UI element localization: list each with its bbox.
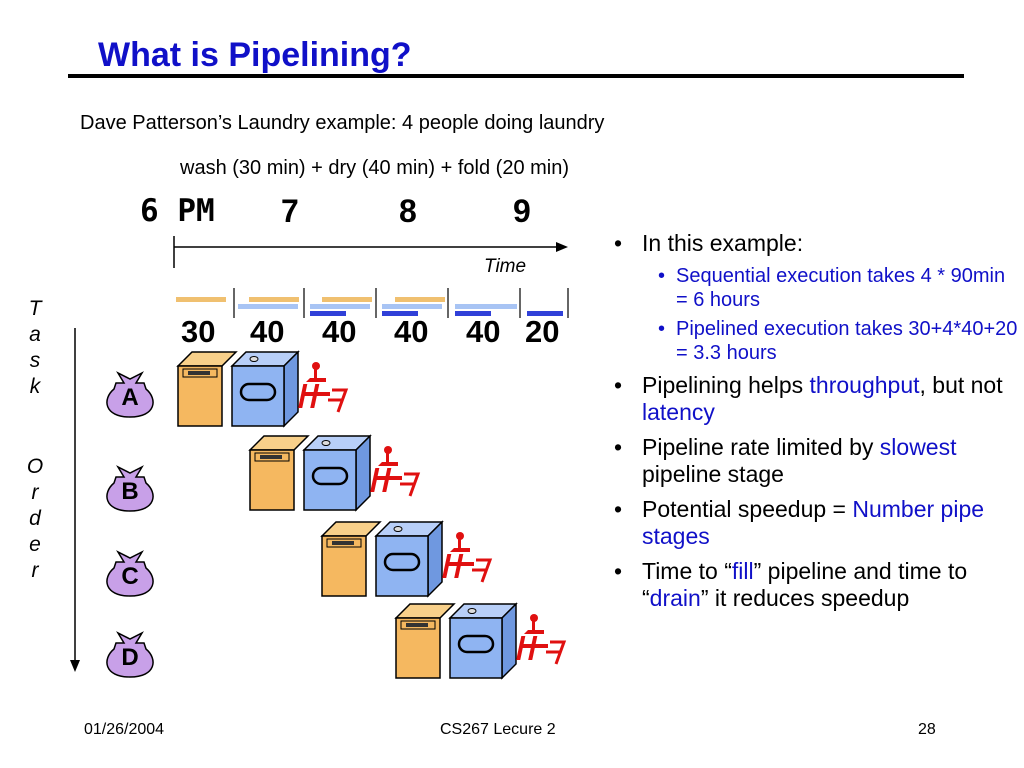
stage-bar-4a (395, 297, 445, 302)
washer-a (177, 351, 237, 427)
bullet-speedup: Potential speedup = Number pipe stages (608, 496, 1018, 550)
stage-bar-3c (310, 311, 346, 316)
stage-bar-6c (527, 311, 563, 316)
stage-bar-4b (382, 304, 442, 309)
time-axis-label: Time (484, 256, 527, 277)
task-order-letter: r (31, 559, 39, 582)
stage-bar-3b (310, 304, 370, 309)
dryer-b (302, 434, 372, 512)
duration-label-6: 20 (525, 314, 560, 349)
task-label-d: D (121, 644, 139, 671)
task-order-letter: T (28, 297, 42, 320)
folder-person-c (440, 530, 492, 584)
dryer-c (374, 520, 444, 598)
task-order-letter: r (31, 481, 39, 504)
hour-label-8: 8 (399, 193, 417, 229)
dryer-d (448, 602, 518, 680)
task-label-b: B (121, 478, 139, 505)
bullet-rate-limited: Pipeline rate limited by slowest pipelin… (608, 434, 1018, 488)
task-label-a: A (121, 384, 139, 411)
stage-bar-5b (455, 304, 517, 309)
stage-bar-5c (455, 311, 491, 316)
folder-person-b (368, 444, 420, 498)
task-order-letter: k (29, 375, 41, 398)
duration-label-4: 40 (394, 314, 429, 349)
task-order-arrow (70, 660, 80, 672)
hour-label-6pm: 6 PM (140, 193, 215, 229)
duration-label-3: 40 (322, 314, 357, 349)
duration-label-5: 40 (466, 314, 501, 349)
stage-bar-4c (382, 311, 418, 316)
washer-d (395, 603, 455, 679)
duration-label-1: 30 (181, 314, 216, 349)
task-order-letter: a (29, 323, 41, 346)
bullet-throughput: Pipelining helps throughput, but not lat… (608, 372, 1018, 426)
bullet-fill-drain: Time to “fill” pipeline and time to “dra… (608, 558, 1018, 612)
washer-c (321, 521, 381, 597)
washer-b (249, 435, 309, 511)
bullet-pipelined: Pipelined execution takes 30+4*40+20 = 3… (608, 318, 1018, 365)
stage-bar-2a (249, 297, 299, 302)
bullet-sequential: Sequential execution takes 4 * 90min = 6… (608, 265, 1018, 312)
footer-date: 01/26/2004 (84, 721, 165, 738)
stage-bar-2b (238, 304, 298, 309)
bullet-in-this-example: In this example: (608, 230, 1018, 257)
footer-page-number: 28 (918, 721, 936, 738)
folder-person-d (514, 612, 566, 666)
slide-subtitle: Dave Patterson’s Laundry example: 4 peop… (80, 112, 605, 134)
folder-person-a (296, 360, 348, 414)
task-order-letter: e (29, 533, 41, 556)
title-underline (68, 74, 964, 78)
task-order-letter: s (29, 349, 41, 372)
footer-course: CS267 Lecure 2 (440, 721, 556, 738)
duration-label-2: 40 (250, 314, 285, 349)
stage-bar-1 (176, 297, 226, 302)
bullet-list: In this example: Sequential execution ta… (608, 230, 1018, 621)
hour-label-7: 7 (281, 193, 299, 229)
dryer-a (230, 350, 300, 428)
time-axis-arrow (556, 242, 568, 252)
hour-label-9: 9 (513, 193, 531, 229)
task-order-letter: O (26, 455, 44, 478)
task-order-letter: d (29, 507, 41, 530)
task-label-c: C (121, 563, 139, 590)
laundry-formula: wash (30 min) + dry (40 min) + fold (20 … (180, 157, 570, 179)
stage-bar-3a (322, 297, 372, 302)
slide-title: What is Pipelining? (98, 36, 412, 74)
